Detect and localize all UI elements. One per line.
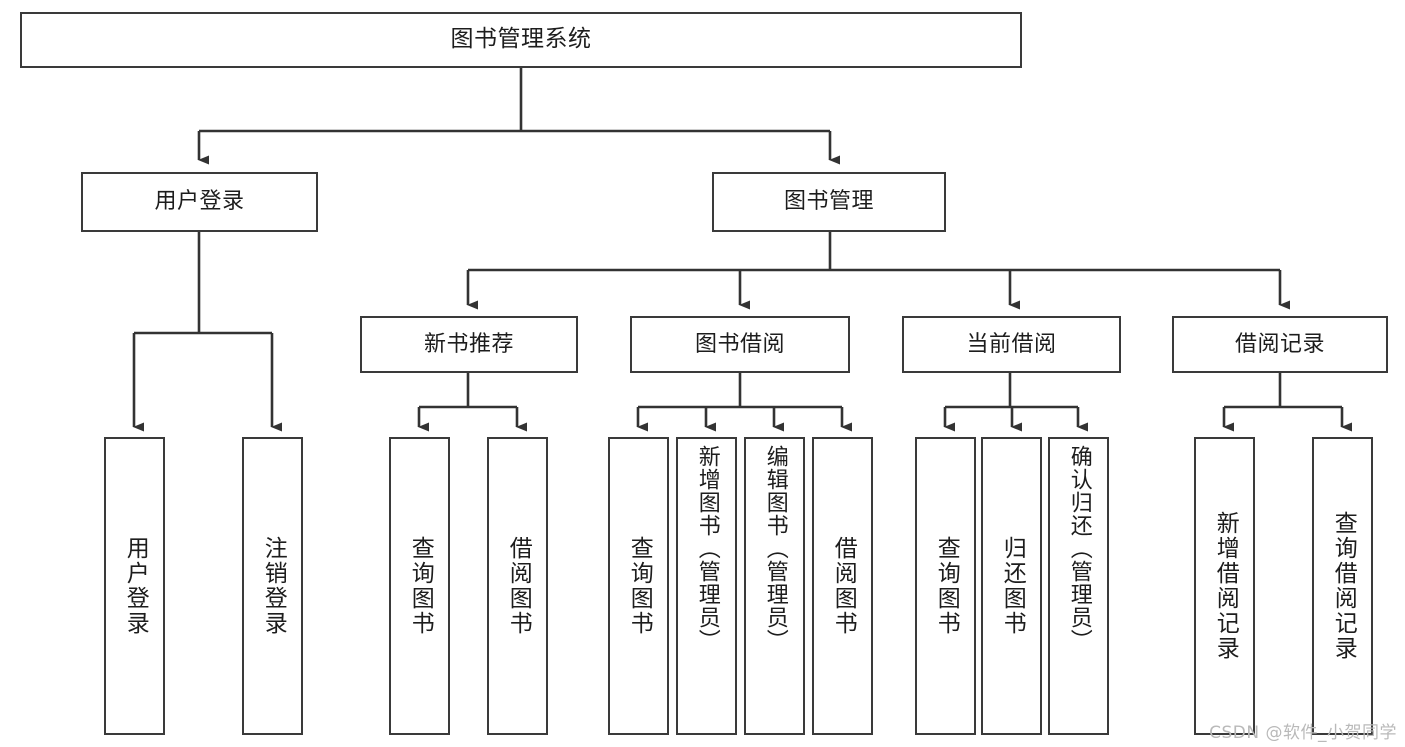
node-leaf-return-book-label: 归还图书 [999,536,1026,636]
node-leaf-add-record[interactable]: 新增借阅记录 [1194,437,1255,735]
node-leaf-return-book[interactable]: 归还图书 [981,437,1042,735]
node-leaf-confirm-return-label: 确认归还（管理员） [1066,445,1092,652]
node-leaf-confirm-return[interactable]: 确认归还（管理员） [1048,437,1109,735]
node-leaf-borrow-book[interactable]: 借阅图书 [812,437,873,735]
node-leaf-query-book-current[interactable]: 查询图书 [915,437,976,735]
node-leaf-user-login-label: 用户登录 [122,536,149,636]
node-leaf-user-login[interactable]: 用户登录 [104,437,165,735]
node-book-borrow[interactable]: 图书借阅 [630,316,850,373]
node-leaf-borrow-book-rec[interactable]: 借阅图书 [487,437,548,735]
node-borrow-record-label: 借阅记录 [1234,331,1325,357]
node-current-borrow[interactable]: 当前借阅 [902,316,1121,373]
node-leaf-add-book-label: 新增图书（管理员） [694,445,720,652]
node-book-borrow-label: 图书借阅 [694,331,785,357]
node-leaf-add-record-label: 新增借阅记录 [1212,511,1239,661]
node-leaf-query-record-label: 查询借阅记录 [1330,511,1357,661]
node-current-borrow-label: 当前借阅 [966,331,1057,357]
node-leaf-user-logout-label: 注销登录 [260,536,287,636]
node-leaf-edit-book[interactable]: 编辑图书（管理员） [744,437,805,735]
watermark: CSDN @软件_小贺同学 [1209,723,1397,743]
node-book-manage-label: 图书管理 [783,189,874,215]
node-book-manage[interactable]: 图书管理 [712,172,946,232]
node-user-login-label: 用户登录 [154,189,245,215]
node-leaf-query-record[interactable]: 查询借阅记录 [1312,437,1373,735]
node-leaf-edit-book-label: 编辑图书（管理员） [762,445,788,652]
node-leaf-query-book-current-label: 查询图书 [933,536,960,636]
node-leaf-borrow-book-rec-label: 借阅图书 [505,536,532,636]
node-user-login[interactable]: 用户登录 [81,172,318,232]
node-leaf-query-book-rec-label: 查询图书 [407,536,434,636]
node-borrow-record[interactable]: 借阅记录 [1172,316,1388,373]
node-leaf-query-book-borrow[interactable]: 查询图书 [608,437,669,735]
node-root-label: 图书管理系统 [450,26,592,53]
node-leaf-add-book[interactable]: 新增图书（管理员） [676,437,737,735]
node-leaf-user-logout[interactable]: 注销登录 [242,437,303,735]
node-leaf-borrow-book-label: 借阅图书 [830,536,857,636]
node-root[interactable]: 图书管理系统 [20,12,1022,68]
node-leaf-query-book-borrow-label: 查询图书 [626,536,653,636]
node-new-book-rec-label: 新书推荐 [423,331,514,357]
node-leaf-query-book-rec[interactable]: 查询图书 [389,437,450,735]
node-new-book-rec[interactable]: 新书推荐 [360,316,578,373]
